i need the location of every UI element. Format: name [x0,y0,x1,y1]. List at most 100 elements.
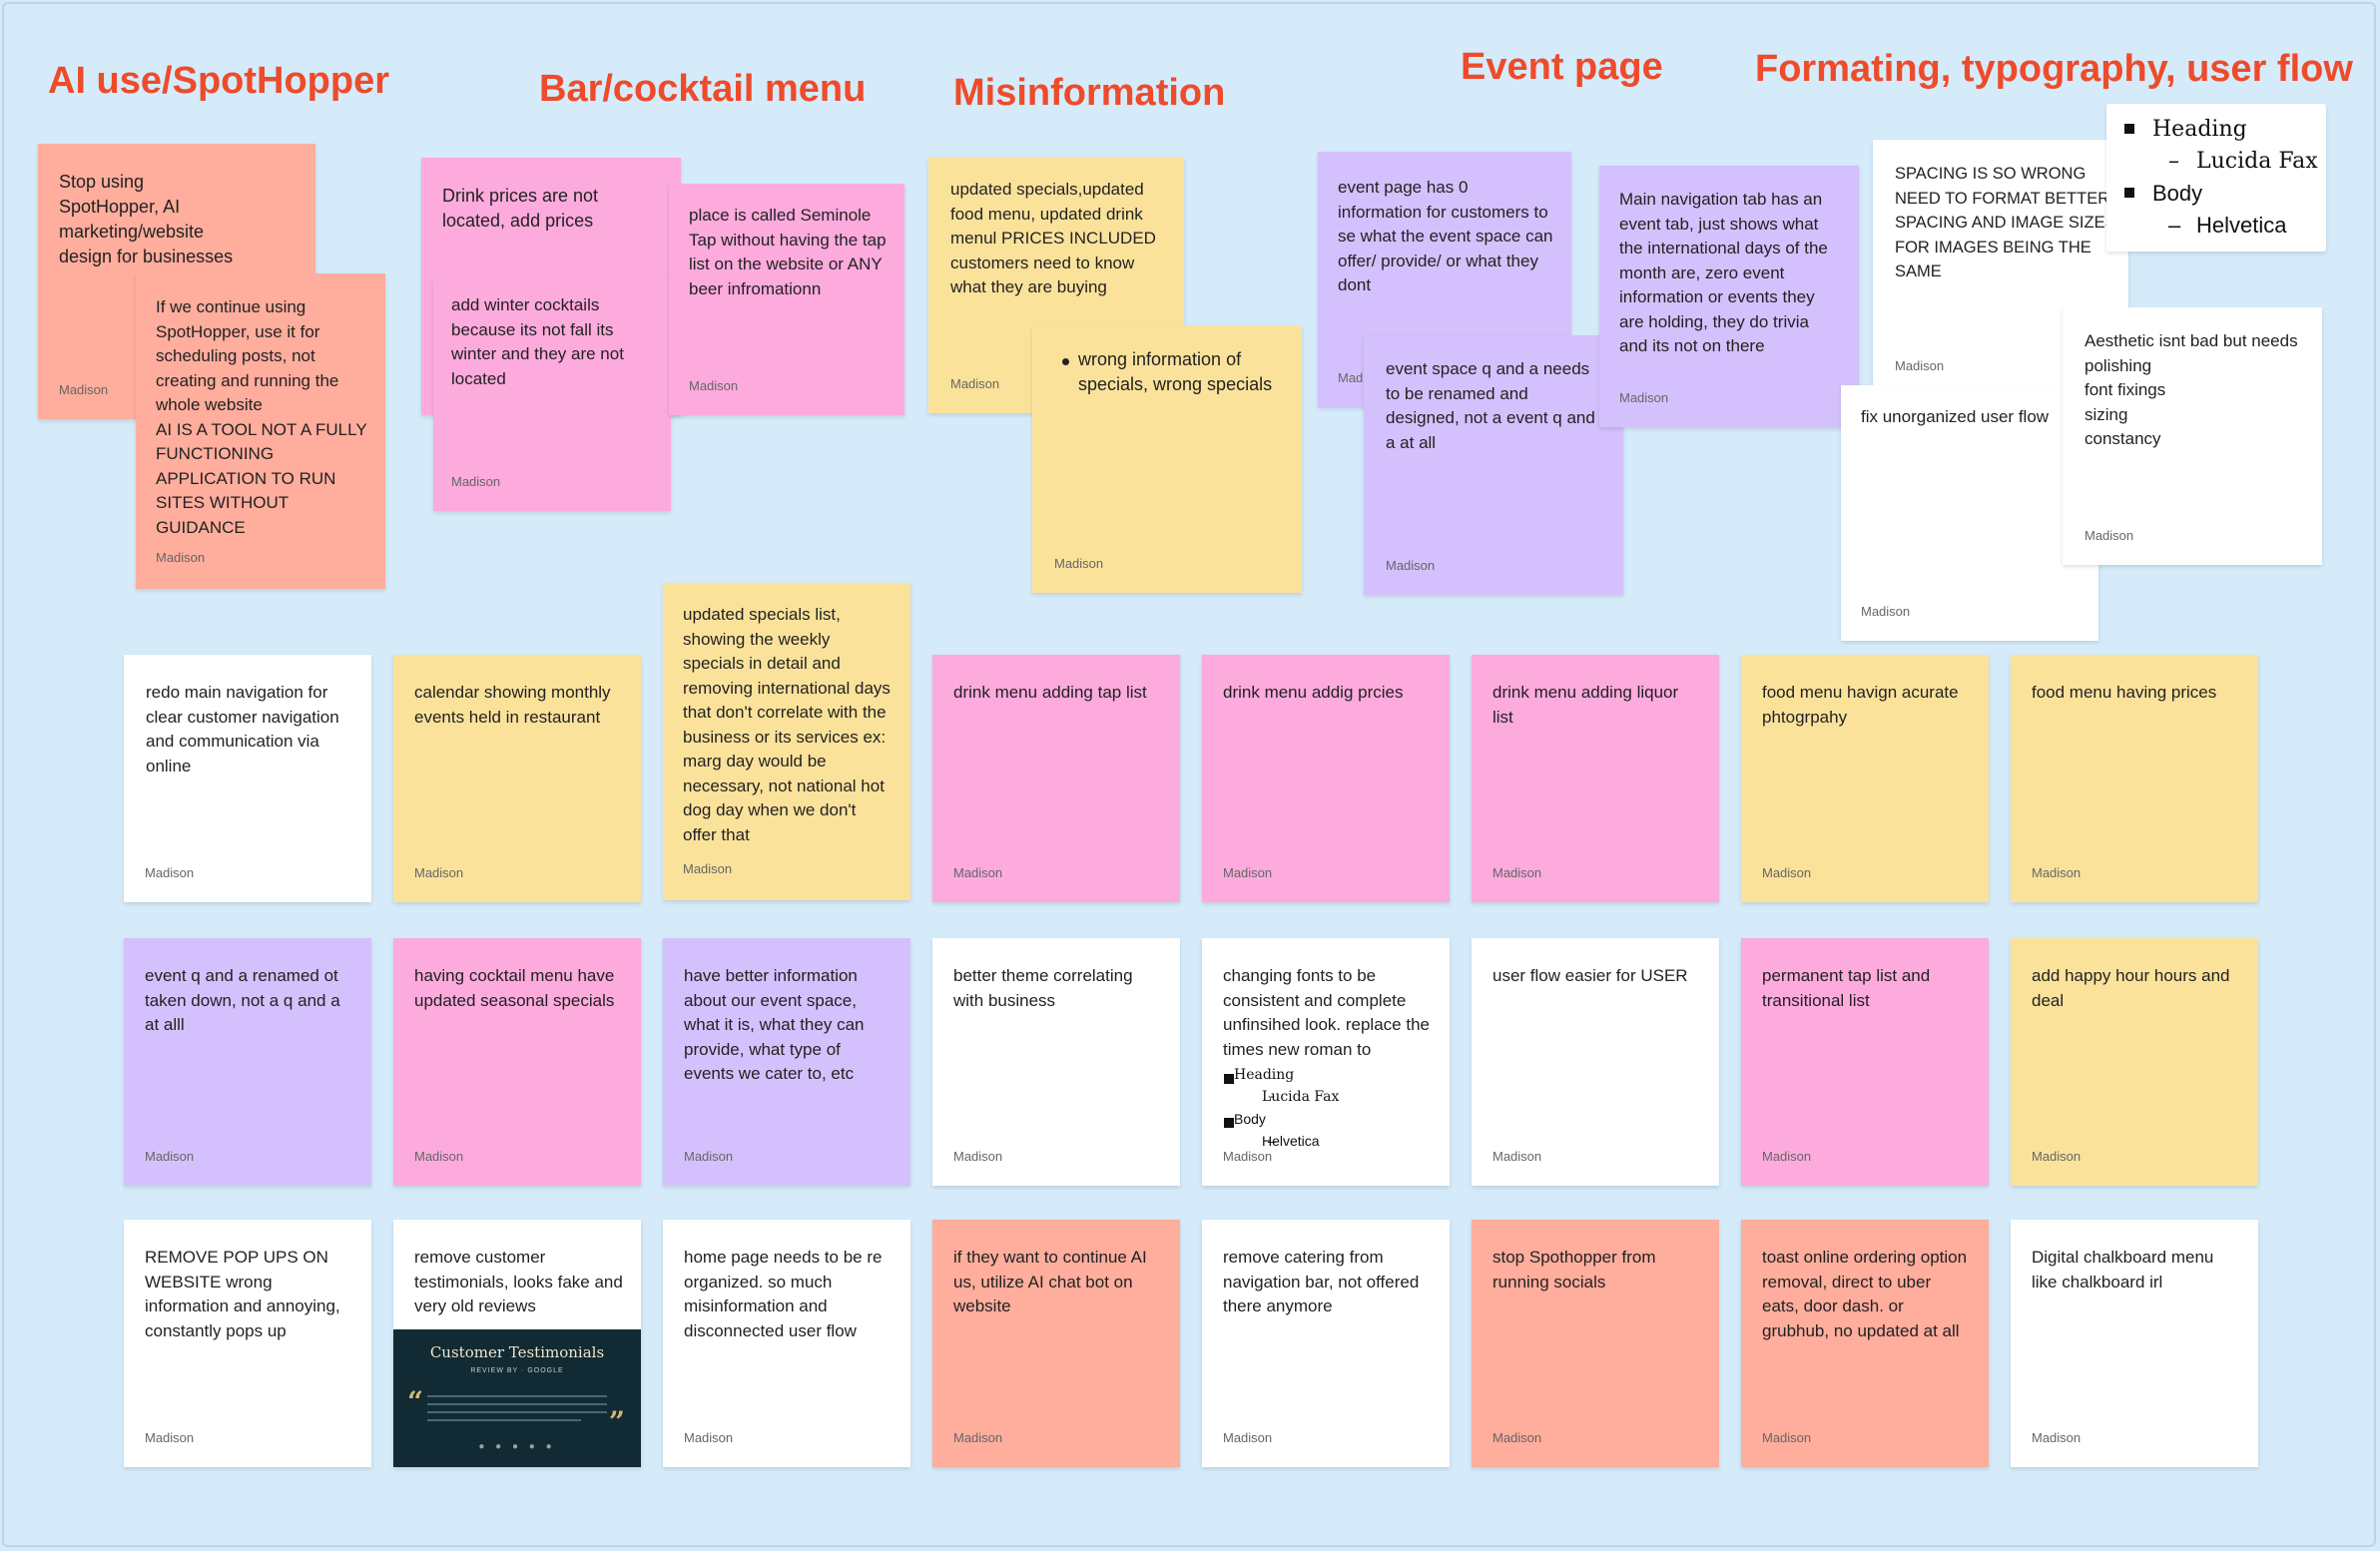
typography-list-card[interactable]: Heading Lucida Fax Body Helvetica [2106,104,2326,252]
note-author: Madison [684,1430,734,1445]
sticky-note[interactable]: drink menu adding tap list Madison [932,655,1180,902]
note-text: SPACING IS SO WRONG NEED TO FORMAT BETTE… [1895,165,2116,280]
review-text-line [427,1419,581,1421]
note-text: add happy hour hours and deal [2032,966,2230,1010]
typography-list: Heading Lucida Fax Body Helvetica [2106,114,2318,242]
note-author: Madison [59,382,109,397]
testimonial-subtitle: REVIEW BY · GOOGLE [470,1367,564,1374]
note-text: drink menu adding tap list [953,683,1147,702]
list-item-heading: Heading [1206,1064,1339,1086]
note-text: home page needs to be re organized. so m… [684,1248,883,1340]
sticky-note[interactable]: calendar showing monthly events held in … [393,655,641,902]
review-text-line [427,1411,607,1413]
note-text: having cocktail menu have updated season… [414,966,615,1010]
note-text: updated specials,updated food menu, upda… [950,180,1156,296]
note-text: Drink prices are not located, add prices [442,186,599,231]
note-author: Madison [145,865,195,880]
note-text: If we continue using SpotHopper, use it … [156,297,367,537]
heading-misinformation: Misinformation [953,72,1226,114]
sticky-note[interactable]: event space q and a needs to be renamed … [1364,335,1623,595]
note-text: calendar showing monthly events held in … [414,683,611,727]
note-text: Digital chalkboard menu like chalkboard … [2032,1248,2214,1292]
sticky-note[interactable]: stop Spothopper from running socials Mad… [1472,1220,1719,1467]
note-text: food menu havign acurate phtogrpahy [1762,683,1959,727]
sticky-note[interactable]: permanent tap list and transitional list… [1741,938,1989,1186]
sticky-note[interactable]: toast online ordering option removal, di… [1741,1220,1989,1467]
list-item-heading-font: Lucida Fax [1206,1086,1339,1108]
note-text: have better information about our event … [684,966,865,1083]
sticky-note[interactable]: if they want to continue AI us, utilize … [932,1220,1180,1467]
note-bullet-item: wrong information of specials, wrong spe… [1048,347,1284,397]
note-author: Madison [451,474,501,489]
note-text: drink menu adding liquor list [1492,683,1679,727]
sticky-note[interactable]: Digital chalkboard menu like chalkboard … [2011,1220,2258,1467]
note-author: Madison [1762,1149,1812,1164]
sticky-note[interactable]: updated specials list, showing the weekl… [663,583,910,900]
note-text: place is called Seminole Tap without hav… [689,206,887,298]
note-author: Madison [145,1430,195,1445]
review-text-line [427,1395,607,1397]
note-author: Madison [1492,1430,1542,1445]
note-author: Madison [1386,558,1436,573]
testimonial-title: Customer Testimonials [429,1343,605,1361]
sticky-note[interactable]: food menu having prices Madison [2011,655,2258,902]
note-text: remove catering from navigation bar, not… [1223,1248,1420,1315]
note-author: Madison [1619,390,1669,405]
sticky-note[interactable]: remove catering from navigation bar, not… [1202,1220,1450,1467]
sticky-note[interactable]: remove customer testimonials, looks fake… [393,1220,641,1467]
note-author: Madison [1054,556,1104,571]
sticky-note[interactable]: Aesthetic isnt bad but needs polishing f… [2063,307,2322,565]
quote-close-icon: ” [608,1405,625,1438]
note-text: if they want to continue AI us, utilize … [953,1248,1147,1315]
heading-event-page: Event page [1461,46,1663,88]
testimonial-screenshot: Customer Testimonials REVIEW BY · GOOGLE… [393,1329,641,1467]
sticky-note[interactable]: add winter cocktails because its not fal… [433,279,671,511]
sticky-note[interactable]: drink menu adding liquor list Madison [1472,655,1719,902]
note-text: updated specials list, showing the weekl… [683,605,891,844]
note-author: Madison [414,865,464,880]
sticky-note[interactable]: redo main navigation for clear customer … [124,655,371,902]
note-text: add winter cocktails because its not fal… [451,295,624,388]
sticky-note[interactable]: event q and a renamed ot taken down, not… [124,938,371,1186]
note-text: food menu having prices [2032,683,2217,702]
sticky-note[interactable]: changing fonts to be consistent and comp… [1202,938,1450,1186]
note-author: Madison [1762,1430,1812,1445]
sticky-note[interactable]: better theme correlating with business M… [932,938,1180,1186]
sticky-note[interactable]: fix unorganized user flow Madison [1841,385,2098,641]
note-author: Madison [683,861,733,876]
sticky-note[interactable]: food menu havign acurate phtogrpahy Madi… [1741,655,1989,902]
note-author: Madison [2084,528,2134,543]
note-text: stop Spothopper from running socials [1492,1248,1656,1292]
sticky-note[interactable]: Main navigation tab has an event tab, ju… [1599,166,1859,427]
sticky-note[interactable]: add happy hour hours and deal Madison [2011,938,2258,1186]
note-text: fix unorganized user flow [1861,407,2050,426]
sticky-note[interactable]: home page needs to be re organized. so m… [663,1220,910,1467]
sticky-note[interactable]: REMOVE POP UPS ON WEBSITE wrong informat… [124,1220,371,1467]
sticky-note[interactable]: drink menu addig prcies Madison [1202,655,1450,902]
note-text: remove customer testimonials, looks fake… [414,1248,623,1315]
note-author: Madison [1223,865,1273,880]
list-item-body: Body [1206,1108,1339,1130]
note-text: event space q and a needs to be renamed … [1386,359,1595,452]
sticky-note[interactable]: have better information about our event … [663,938,910,1186]
note-text: redo main navigation for clear customer … [146,683,339,776]
list-item-body-font: Helvetica [2106,210,2318,242]
note-author: Madison [953,1149,1003,1164]
note-author: Madison [156,550,206,565]
note-author: Madison [1861,604,1911,619]
sticky-note[interactable]: place is called Seminole Tap without hav… [669,184,904,415]
note-text: better theme correlating with business [953,966,1133,1010]
note-author: Madison [1895,358,1945,373]
note-text: toast online ordering option removal, di… [1762,1248,1968,1340]
list-item-heading: Heading [2106,114,2318,146]
note-text: event page has 0 information for custome… [1338,178,1553,294]
sticky-note[interactable]: If we continue using SpotHopper, use it … [136,273,385,589]
sticky-note[interactable]: having cocktail menu have updated season… [393,938,641,1186]
sticky-note[interactable]: user flow easier for USER Madison [1472,938,1719,1186]
note-text: Aesthetic isnt bad but needs polishing f… [2084,331,2298,448]
heading-bar-cocktail-menu: Bar/cocktail menu [539,68,867,110]
sticky-note[interactable]: wrong information of specials, wrong spe… [1032,325,1302,593]
list-item-body: Body [2106,178,2318,210]
note-author: Madison [1762,865,1812,880]
